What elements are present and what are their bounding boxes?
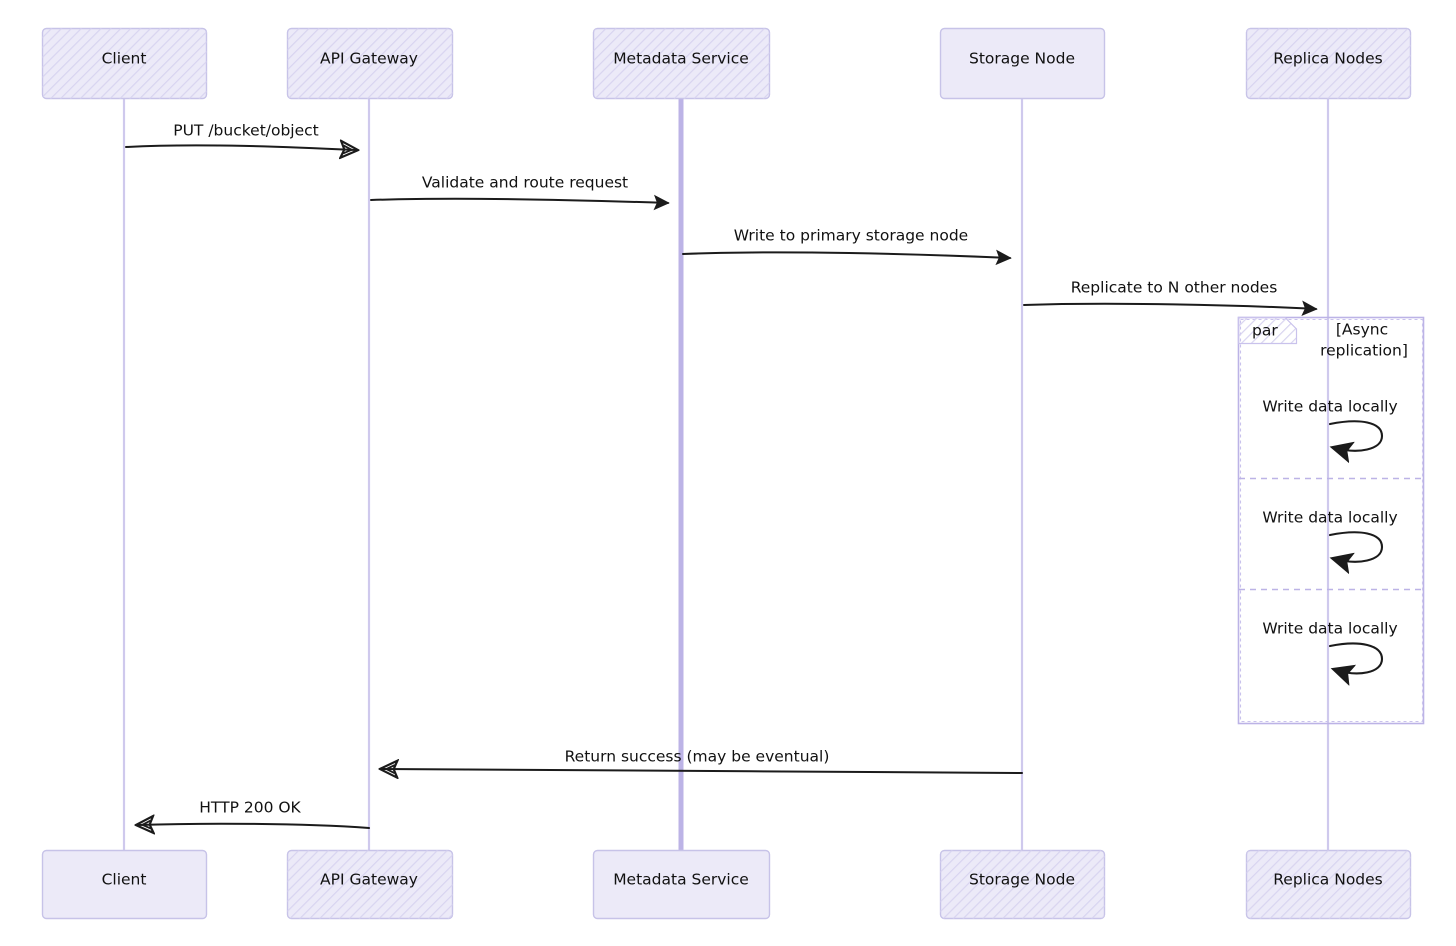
par-section-3-self-loop [1328,642,1384,674]
actor-top-metadata-label: Metadata Service [613,50,749,68]
actor-top-gateway-label: API Gateway [320,50,418,68]
par-section-2-label: Write data locally [1262,509,1397,527]
message-line-m1 [125,145,356,150]
message-replicate-to-n-other-nodes: Replicate to N other nodes [1023,279,1318,317]
actor-boxes-bottom: Client API Gateway Metadata Service Stor… [41,849,1412,920]
actor-bottom-gateway-hatch [287,850,453,919]
actor-bottom-metadata[interactable]: Metadata Service [592,849,771,920]
actor-top-gateway-hatch [287,28,453,99]
message-write-primary-storage-node: Write to primary storage node [682,227,1012,266]
actor-top-replica[interactable]: Replica Nodes [1245,27,1412,100]
actor-bottom-storage-hatch [940,850,1105,919]
par-label-tab [1237,316,1298,345]
actor-bottom-client[interactable]: Client [41,849,208,920]
message-put-bucket-object: PUT /bucket/object [125,122,356,151]
par-block-frame [1237,316,1425,725]
actor-bottom-storage-label: Storage Node [969,871,1075,889]
message-http-200-ok: HTTP 200 OK [138,799,370,829]
actor-boxes-top: Client API Gateway Metadata Service Stor… [41,27,1412,100]
message-label-m5: Return success (may be eventual) [565,748,830,766]
actor-top-client-label: Client [102,50,147,68]
message-validate-route-request: Validate and route request [370,174,670,211]
message-label-m2: Validate and route request [422,174,628,192]
message-line-m5 [382,769,1023,773]
par-section-1-self-loop [1328,420,1384,450]
message-line-m2 [370,194,670,211]
actor-top-replica-label: Replica Nodes [1273,50,1383,68]
message-label-m4: Replicate to N other nodes [1071,279,1278,297]
actor-bottom-storage[interactable]: Storage Node [939,849,1106,920]
par-section-1-label: Write data locally [1262,398,1397,416]
actor-bottom-replica-hatch [1246,850,1411,919]
actor-bottom-gateway[interactable]: API Gateway [286,849,454,920]
actor-bottom-client-label: Client [102,871,147,889]
message-line-m6 [138,824,370,828]
actor-top-client-hatch [42,28,207,99]
actor-top-storage-label: Storage Node [969,50,1075,68]
actor-bottom-metadata-label: Metadata Service [613,871,749,889]
actor-bottom-replica-label: Replica Nodes [1273,871,1383,889]
messages: PUT /bucket/object Validate and route re… [125,122,1318,829]
par-block-frame-sketch [1239,318,1424,723]
actor-top-storage[interactable]: Storage Node [939,27,1106,100]
par-keyword-label: par [1252,322,1278,340]
par-condition-line-2: replication] [1320,342,1408,360]
par-section-2-self-loop [1328,531,1384,561]
actor-top-metadata[interactable]: Metadata Service [592,27,771,100]
actor-top-replica-hatch [1246,28,1411,99]
actor-bottom-replica[interactable]: Replica Nodes [1245,849,1412,920]
message-label-m1: PUT /bucket/object [173,122,319,140]
par-block: par [Async replication] Write data local… [1237,316,1425,725]
actor-bottom-client-box[interactable] [41,849,208,920]
actor-bottom-metadata-box[interactable] [592,849,771,920]
actor-top-storage-box[interactable] [939,27,1106,100]
actor-top-metadata-hatch [593,28,770,99]
par-section-3-label: Write data locally [1262,620,1397,638]
message-line-m4 [1023,300,1318,317]
actor-top-client[interactable]: Client [41,27,208,100]
actor-bottom-gateway-label: API Gateway [320,871,418,889]
lifelines [122,98,1330,851]
message-label-m6: HTTP 200 OK [199,799,301,817]
message-line-m3 [682,249,1012,266]
message-return-success: Return success (may be eventual) [382,748,1023,774]
par-condition-line-1: [Async [1336,321,1388,339]
message-label-m3: Write to primary storage node [734,227,968,245]
actor-top-gateway[interactable]: API Gateway [286,27,454,100]
